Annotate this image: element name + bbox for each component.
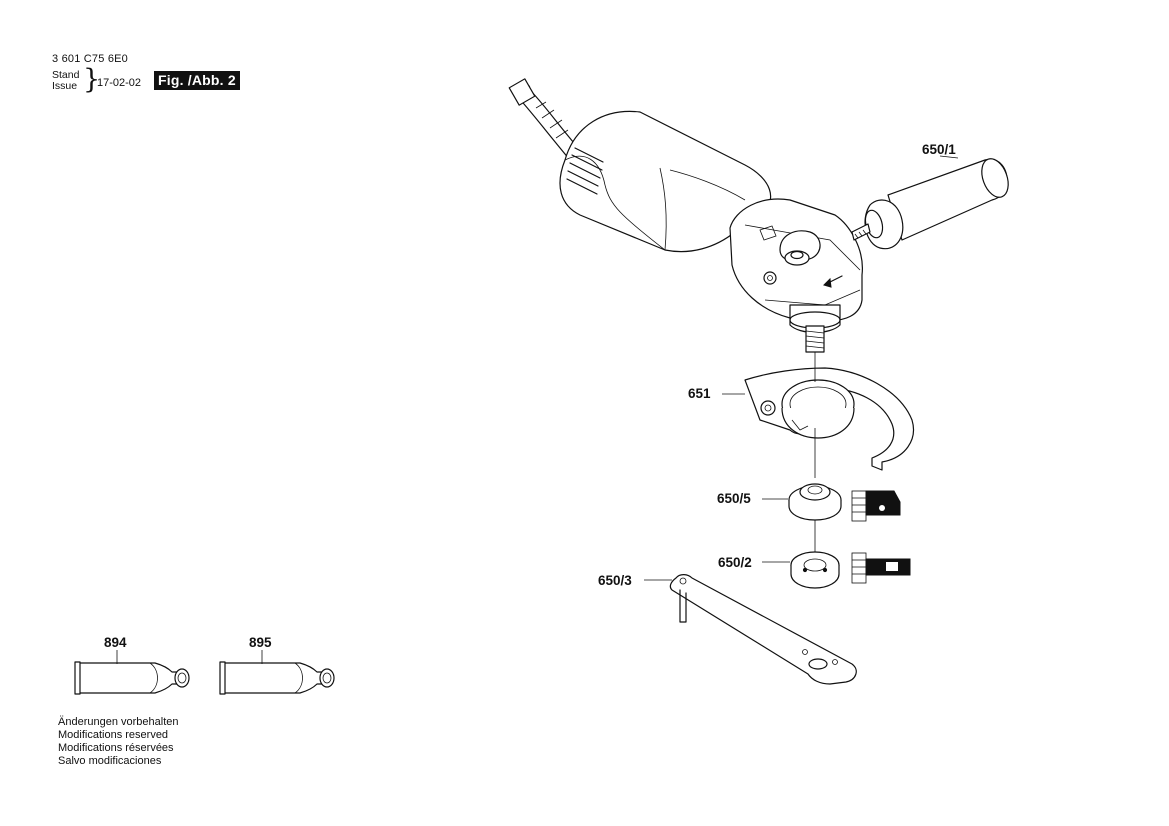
modifications-note: Änderungen vorbehalten Modifications res…: [58, 716, 178, 768]
part-number-650-3: 650/3: [598, 573, 632, 588]
note-line-de: Änderungen vorbehalten: [58, 716, 179, 728]
stand-label: Stand: [52, 69, 80, 81]
part-number-650-2: 650/2: [718, 555, 752, 570]
part-number-650-1: 650/1: [922, 142, 956, 157]
grease-tube-894-drawing: [74, 661, 190, 695]
note-line-fr: Modifications réservées: [58, 742, 174, 754]
note-line-en: Modifications reserved: [58, 729, 169, 741]
part-number-650-5: 650/5: [717, 491, 751, 506]
auxiliary-handle-drawing: [851, 158, 1009, 250]
mounting-flange-drawing: [788, 483, 901, 522]
part-number-651: 651: [688, 386, 711, 401]
note-line-es: Salvo modificaciones: [58, 755, 162, 767]
document-number: 3 601 C75 6E0: [52, 53, 128, 65]
part-number-895: 895: [249, 635, 272, 650]
clamping-nut-drawing: [790, 551, 911, 589]
grease-tube-895-drawing: [219, 661, 335, 695]
power-cord-drawing: [508, 78, 581, 161]
brace-glyph: }: [83, 64, 101, 95]
part-number-894: 894: [104, 635, 127, 650]
issue-label: Issue: [52, 80, 78, 92]
stand-issue-labels: Stand Issue: [52, 70, 79, 92]
leader-lines: [116, 155, 959, 664]
figure-label: Fig. /Abb. 2: [154, 71, 240, 90]
protective-guard-drawing: [744, 367, 914, 471]
issue-date: 17-02-02: [97, 77, 142, 89]
angle-grinder-drawing: [559, 110, 863, 353]
two-pin-spanner-drawing: [669, 574, 857, 685]
